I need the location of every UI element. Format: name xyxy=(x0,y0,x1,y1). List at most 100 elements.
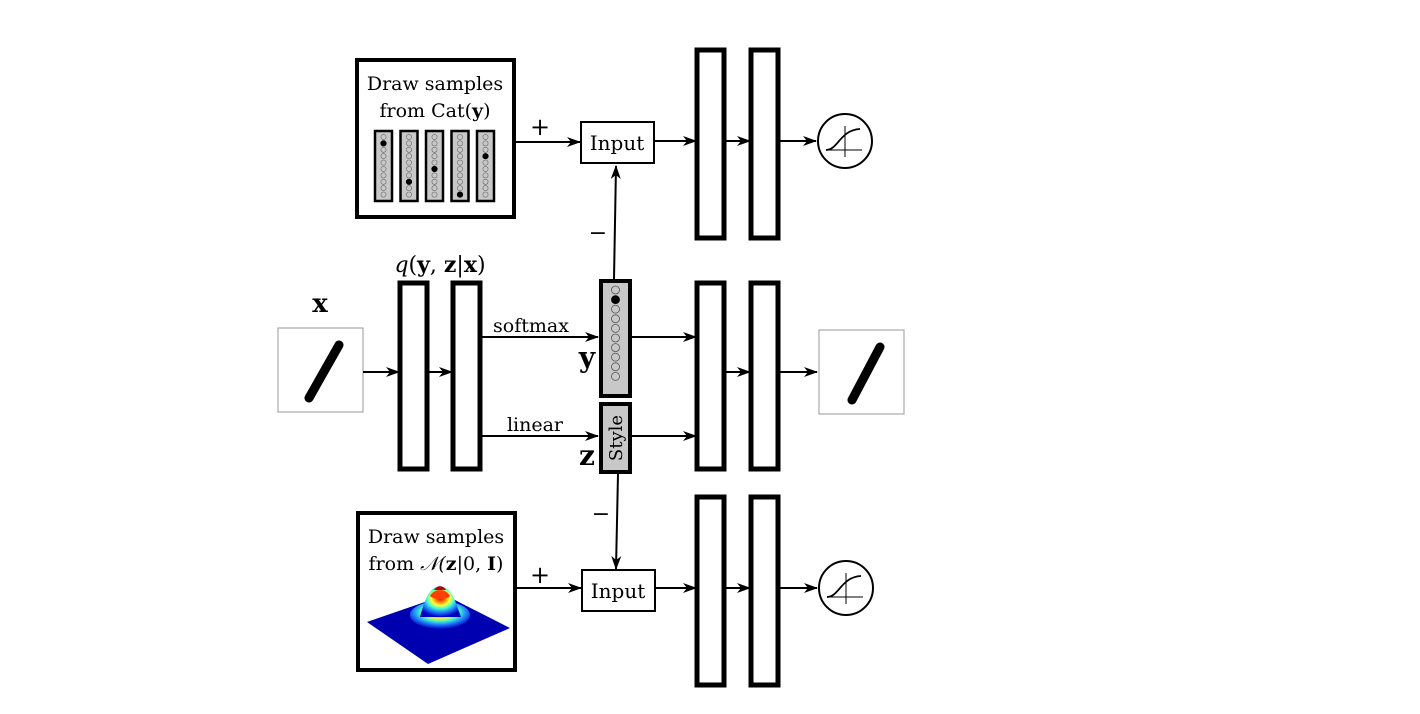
top-minus-label: − xyxy=(589,221,607,246)
inactive-unit xyxy=(457,134,463,140)
decoder-layer-2 xyxy=(748,280,781,472)
top-discriminator-layer-1 xyxy=(694,47,727,241)
inactive-unit xyxy=(431,185,438,192)
inactive-unit xyxy=(406,146,412,153)
inactive-unit xyxy=(406,191,412,198)
bottom-input-box xyxy=(581,569,656,612)
sampler-title-line1: Draw samples xyxy=(368,526,504,548)
onehot-sample-column xyxy=(424,129,445,203)
encoder-label: q(y, z|x) xyxy=(394,252,485,278)
onehot-sample-column xyxy=(373,129,394,203)
inactive-unit xyxy=(431,134,438,140)
inactive-unit xyxy=(406,153,412,160)
inactive-unit xyxy=(431,146,438,153)
inactive-unit xyxy=(611,314,620,324)
input-image-x: x xyxy=(277,289,364,413)
inactive-unit xyxy=(482,172,489,179)
gaussian-sampler-box: Draw samples from 𝒩(z|0, I) xyxy=(356,511,517,672)
sampler-title-line2: from Cat(y) xyxy=(380,100,491,122)
y-label: y xyxy=(578,341,596,374)
inactive-unit xyxy=(457,153,463,160)
onehot-sample-column xyxy=(450,129,470,203)
inactive-unit xyxy=(611,352,620,362)
inactive-unit xyxy=(431,178,438,185)
bottom-sigmoid-icon xyxy=(818,560,874,616)
inactive-unit xyxy=(431,153,438,160)
reconstructed-image xyxy=(818,329,905,415)
inactive-unit xyxy=(380,178,387,185)
inactive-unit xyxy=(406,134,412,140)
inactive-unit xyxy=(406,172,412,179)
bottom-input-label: Input xyxy=(591,579,646,603)
inactive-unit xyxy=(611,304,620,314)
inactive-unit xyxy=(611,362,620,372)
encoder-layer-1 xyxy=(397,280,430,472)
bottom-minus-label: − xyxy=(592,502,610,527)
inactive-unit xyxy=(482,134,489,140)
active-unit xyxy=(380,140,387,147)
inactive-unit xyxy=(482,185,489,192)
z-label: z xyxy=(579,439,595,472)
arrow-z-to-bottom-input xyxy=(611,473,622,570)
arrow-y-to-top-input xyxy=(610,165,621,280)
top-discriminator-layer-2 xyxy=(748,47,781,241)
decoder-layer-1 xyxy=(694,280,727,472)
softmax-label: softmax xyxy=(493,315,569,337)
inactive-unit xyxy=(406,166,412,172)
inactive-unit xyxy=(482,159,489,166)
inactive-unit xyxy=(457,159,463,166)
inactive-unit xyxy=(380,172,387,179)
inactive-unit xyxy=(406,185,412,192)
inactive-unit xyxy=(611,285,620,295)
linear-label: linear xyxy=(507,414,564,436)
onehot-samples xyxy=(373,129,496,203)
sampler-title-line1: Draw samples xyxy=(367,73,503,95)
inactive-unit xyxy=(457,178,463,185)
active-unit xyxy=(431,165,438,173)
categorical-sampler-box: Draw samples from Cat(y) xyxy=(355,58,516,219)
inactive-unit xyxy=(611,333,620,343)
style-label: Style xyxy=(606,415,627,461)
z-latent-style xyxy=(599,402,632,474)
inactive-unit xyxy=(380,166,387,172)
inactive-unit xyxy=(431,159,438,166)
top-sigmoid-icon xyxy=(817,113,873,169)
inactive-unit xyxy=(611,371,620,381)
inactive-unit xyxy=(380,191,387,198)
inactive-unit xyxy=(457,166,463,172)
top-input-box xyxy=(580,121,655,164)
inactive-unit xyxy=(380,134,387,140)
onehot-sample-column xyxy=(475,129,496,203)
top-plus-label: + xyxy=(530,113,550,141)
bottom-discriminator-layer-2 xyxy=(748,494,781,688)
inactive-unit xyxy=(482,178,489,185)
top-input-label: Input xyxy=(590,131,645,155)
inactive-unit xyxy=(482,166,489,172)
inactive-unit xyxy=(380,159,387,166)
inactive-unit xyxy=(406,159,412,166)
inactive-unit xyxy=(611,323,620,333)
inactive-unit xyxy=(431,191,438,198)
inactive-unit xyxy=(457,140,463,147)
inactive-unit xyxy=(482,191,489,198)
inactive-unit xyxy=(457,185,463,192)
inactive-unit xyxy=(431,172,438,179)
sampler-title-line2: from 𝒩(z|0, I) xyxy=(369,553,504,575)
active-unit xyxy=(482,153,489,160)
input-label-x: x xyxy=(312,289,328,319)
inactive-unit xyxy=(457,172,463,179)
encoder-layer-2 xyxy=(450,280,483,472)
inactive-unit xyxy=(380,146,387,153)
inactive-unit xyxy=(380,153,387,160)
bottom-plus-label: + xyxy=(530,561,550,589)
y-vector-units xyxy=(611,285,620,381)
inactive-unit xyxy=(431,140,438,147)
inactive-unit xyxy=(482,146,489,153)
inactive-unit xyxy=(611,343,620,353)
digit-one-stroke xyxy=(847,342,885,405)
active-unit xyxy=(456,191,464,198)
active-unit xyxy=(611,295,620,305)
active-unit xyxy=(405,178,413,185)
inactive-unit xyxy=(457,146,463,153)
